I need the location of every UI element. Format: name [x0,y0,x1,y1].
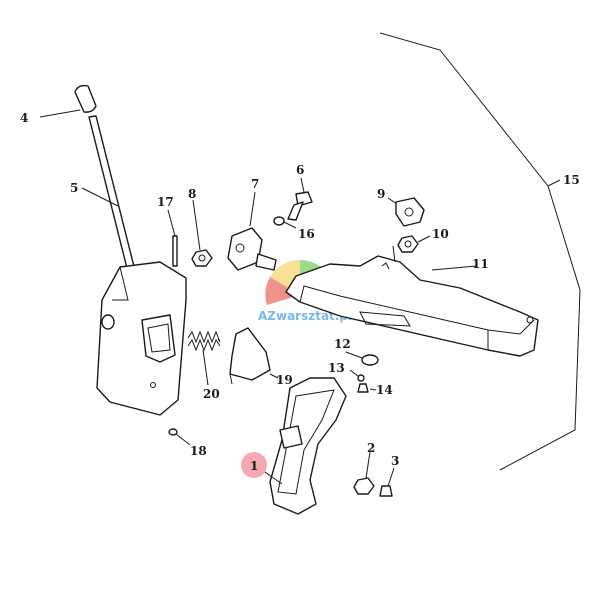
part-9-block [387,197,425,227]
part-7-bracket [227,191,277,271]
callout-9: 9 [377,187,385,201]
part-19-cover [229,327,279,385]
callout-10: 10 [432,227,449,241]
callout-7: 7 [251,177,259,191]
part-2-nut [353,451,375,495]
callout-8: 8 [188,187,196,201]
callout-11: 11 [472,257,489,271]
part-8-nut [191,199,213,267]
part-16-washer [273,216,297,229]
part-4-knob [39,84,97,118]
housing-plate [96,261,187,416]
callout-1: 1 [250,459,258,473]
callout-12: 12 [334,337,351,351]
part-17-pin [167,209,178,267]
callout-13: 13 [328,361,345,375]
callout-15: 15 [563,173,580,187]
part-10-nut [397,235,431,253]
callout-3: 3 [391,454,399,468]
callout-18: 18 [190,444,207,458]
part-13-14-screw [349,369,377,393]
callout-1-highlight [241,452,267,478]
callout-5: 5 [70,181,78,195]
callout-20: 20 [203,387,220,401]
part-11-arm [285,245,539,357]
callout-14: 14 [376,383,393,397]
callout-2: 2 [367,441,375,455]
callout-4: 4 [20,111,28,125]
part-15-bracket [379,32,581,471]
part-12-washer [345,351,379,366]
callout-19: 19 [276,373,293,387]
part-18-pin [168,428,191,446]
callout-16: 16 [298,227,315,241]
callout-6: 6 [296,163,304,177]
callout-17: 17 [157,195,174,209]
part-1-handle [261,377,347,515]
part-20-spring [187,330,221,386]
part-3-bolt [379,467,395,497]
part-6-bolt [287,177,313,221]
